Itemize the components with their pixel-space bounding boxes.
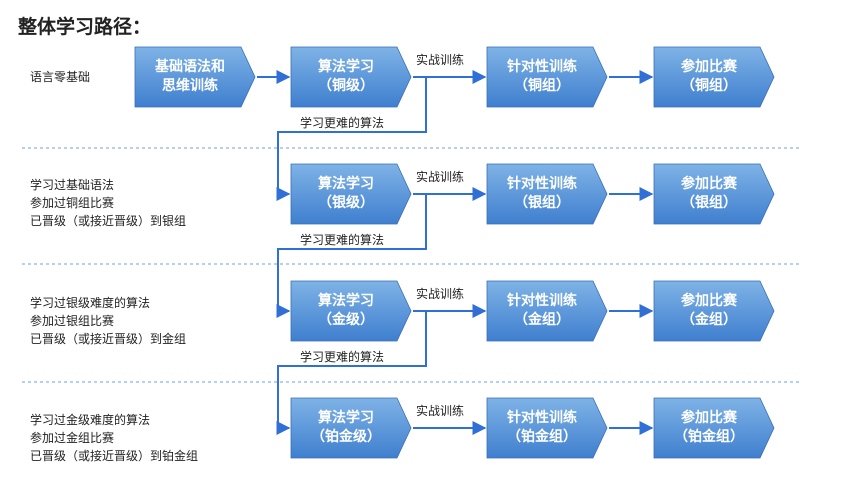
box-training: 针对性训练 （铂金组） bbox=[486, 397, 608, 459]
row-label: 学习过金级难度的算法参加过金组比赛已晋级（或接近晋级）到铂金组 bbox=[30, 411, 198, 465]
row-label-line: 学习过银级难度的算法 bbox=[30, 296, 151, 310]
box-algorithm: 算法学习 （铜级） bbox=[290, 46, 412, 108]
box-contest-text: （铂金组） bbox=[674, 428, 744, 445]
row-label-line: 学习过基础语法 bbox=[30, 178, 115, 192]
box-contest: 参加比赛 （金组） bbox=[653, 280, 775, 342]
row-label-line: 语言零基础 bbox=[30, 70, 91, 84]
box-algorithm-text: 算法学习 bbox=[318, 409, 374, 426]
box-contest: 参加比赛 （铜组） bbox=[653, 46, 775, 108]
box-algorithm: 算法学习 （银级） bbox=[290, 163, 412, 225]
box-algorithm-shape bbox=[290, 280, 412, 342]
box-contest-text: （金组） bbox=[681, 311, 737, 328]
row-label-line: 参加过银组比赛 bbox=[30, 314, 115, 328]
box-algorithm-text: （铜级） bbox=[318, 77, 374, 94]
practice-label: 实战训练 bbox=[416, 52, 464, 67]
box-contest-shape bbox=[653, 397, 775, 459]
row-label-line: 参加过金组比赛 bbox=[30, 431, 115, 445]
arrow-next-level bbox=[276, 194, 427, 318]
box-training: 针对性训练 （铜组） bbox=[486, 46, 608, 108]
practice-label: 实战训练 bbox=[416, 403, 464, 418]
box-algorithm-text: 算法学习 bbox=[318, 175, 374, 192]
box-contest-text: 参加比赛 bbox=[681, 409, 738, 426]
box-training-text: （银组） bbox=[514, 194, 570, 211]
box-training-text: （金组） bbox=[514, 311, 570, 328]
row-label: 学习过银级难度的算法参加过银组比赛已晋级（或接近晋级）到金组 bbox=[30, 294, 186, 348]
row-separators bbox=[22, 147, 800, 383]
box-training: 针对性训练 （银组） bbox=[486, 163, 608, 225]
box-algorithm-shape bbox=[290, 397, 412, 459]
box-algorithm-text: （金级） bbox=[318, 311, 374, 328]
box-algorithm: 算法学习 （铂金级） bbox=[290, 397, 412, 459]
box-start-text: 思维训练 bbox=[162, 77, 218, 94]
page-title: 整体学习路径： bbox=[18, 16, 152, 38]
box-training-shape bbox=[486, 280, 608, 342]
box-algorithm-text: 算法学习 bbox=[318, 58, 374, 75]
box-algorithm-shape bbox=[290, 163, 412, 225]
row-label-line: 参加过铜组比赛 bbox=[30, 196, 115, 210]
box-training-shape bbox=[486, 397, 608, 459]
practice-label: 实战训练 bbox=[416, 169, 464, 184]
next-level-label: 学习更难的算法 bbox=[300, 232, 384, 247]
row-label: 学习过基础语法参加过铜组比赛已晋级（或接近晋级）到银组 bbox=[30, 176, 186, 230]
box-training-text: 针对性训练 bbox=[506, 292, 577, 309]
box-training-text: 针对性训练 bbox=[506, 175, 577, 192]
row-label: 语言零基础 bbox=[30, 68, 90, 86]
box-start-text: 基础语法和 bbox=[155, 58, 225, 75]
next-level-label: 学习更难的算法 bbox=[300, 349, 384, 364]
box-training-text: （铂金组） bbox=[507, 428, 577, 445]
practice-label: 实战训练 bbox=[416, 286, 464, 301]
box-contest: 参加比赛 （铂金组） bbox=[653, 397, 775, 459]
box-contest-text: 参加比赛 bbox=[681, 292, 738, 309]
box-start-shape bbox=[134, 46, 256, 108]
box-algorithm-text: 算法学习 bbox=[318, 292, 374, 309]
box-training-text: 针对性训练 bbox=[506, 58, 577, 75]
row-label-line: 已晋级（或接近晋级）到银组 bbox=[30, 214, 187, 228]
box-algorithm: 算法学习 （金级） bbox=[290, 280, 412, 342]
box-algorithm-text: （银级） bbox=[318, 194, 374, 211]
box-algorithm-shape bbox=[290, 46, 412, 108]
box-algorithm-text: （铂金级） bbox=[311, 428, 381, 445]
box-contest-text: （铜组） bbox=[681, 77, 737, 94]
box-contest: 参加比赛 （银组） bbox=[653, 163, 775, 225]
connectors bbox=[257, 70, 654, 435]
arrow-next-level bbox=[276, 77, 427, 201]
box-training-text: 针对性训练 bbox=[506, 409, 577, 426]
next-level-label: 学习更难的算法 bbox=[300, 115, 384, 130]
box-contest-text: 参加比赛 bbox=[681, 58, 738, 75]
box-training-text: （铜组） bbox=[514, 77, 570, 94]
box-training: 针对性训练 （金组） bbox=[486, 280, 608, 342]
row-label-line: 已晋级（或接近晋级）到金组 bbox=[30, 332, 187, 346]
row-label-line: 学习过金级难度的算法 bbox=[30, 413, 151, 427]
box-contest-text: 参加比赛 bbox=[681, 175, 738, 192]
process-boxes: 基础语法和思维训练算法学习（铜级）针对性训练（铜组）参加比赛（铜组）算法学习（银… bbox=[134, 46, 775, 459]
row-label-line: 已晋级（或接近晋级）到铂金组 bbox=[30, 449, 199, 463]
box-contest-text: （银组） bbox=[681, 194, 737, 211]
box-contest-shape bbox=[653, 46, 775, 108]
box-contest-shape bbox=[653, 163, 775, 225]
arrow-next-level bbox=[276, 311, 427, 435]
box-contest-shape bbox=[653, 280, 775, 342]
box-training-shape bbox=[486, 46, 608, 108]
box-training-shape bbox=[486, 163, 608, 225]
